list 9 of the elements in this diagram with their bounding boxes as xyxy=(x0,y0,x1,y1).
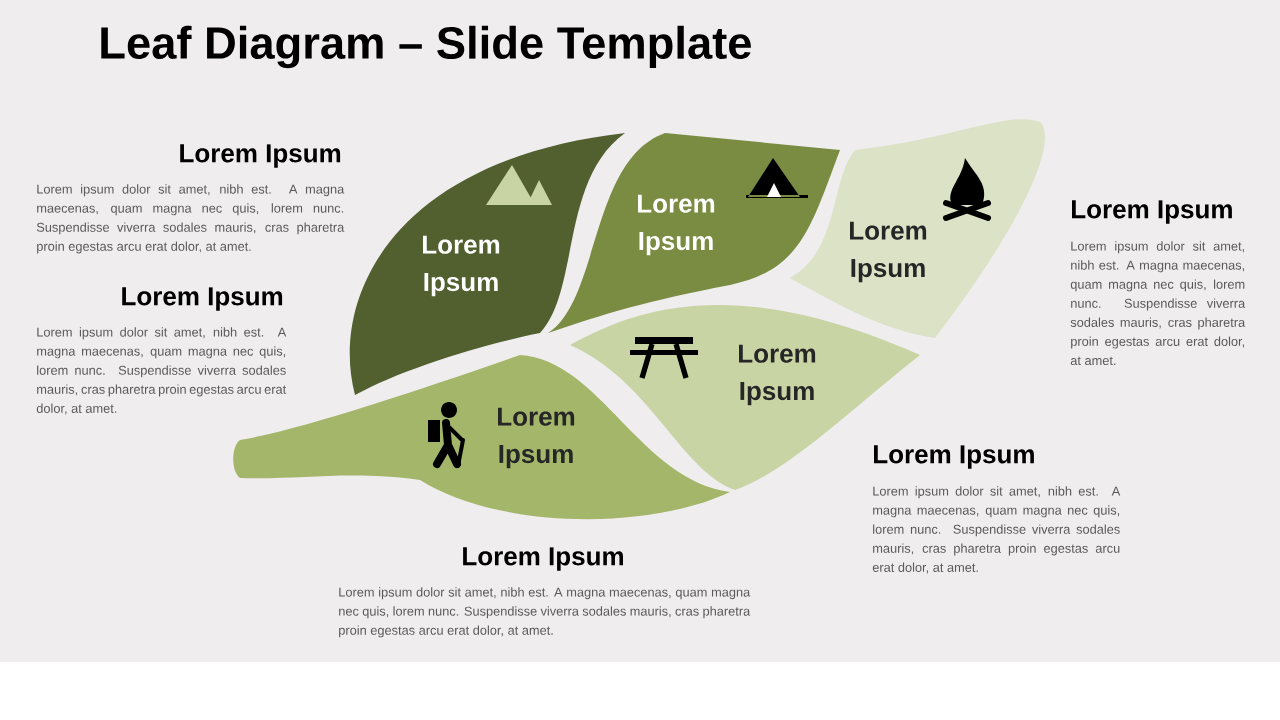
heading: Lorem Ipsum xyxy=(463,547,623,571)
leaf-segment: Lorem Ipsum xyxy=(350,133,625,395)
body-text: Lorem ipsum dolor sit amet, nibh est. A magna maecenas, quam magna nec quis, lorem nunc. Suspendisse viverra sodales mauris, cras pharetra proin egestas arcu erat dolor, at amet. xyxy=(339,587,751,638)
leaf-segment: Lorem Ipsum xyxy=(548,133,840,333)
body-text: Lorem ipsum dolor sit amet, nibh est. A magna maecenas, quam magna nec quis, lorem nunc. Suspendisse viverra sodales mauris, cras pharetra proin egestas arcu erat dolor, at amet. xyxy=(1070,241,1246,366)
leaf-segment: Lorem Ipsum xyxy=(790,119,1045,338)
heading: Lorem Ipsum xyxy=(122,287,283,311)
heading: Lorem Ipsum xyxy=(1072,200,1232,224)
slide-title: Leaf Diagram – Slide Template xyxy=(101,25,751,69)
